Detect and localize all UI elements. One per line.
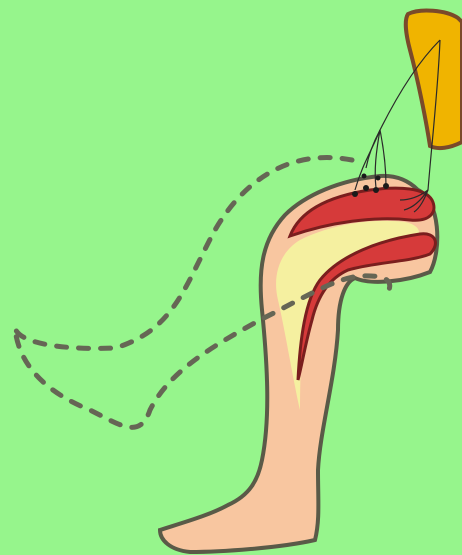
electrode-dot [362, 174, 367, 179]
electrode-dot [363, 185, 369, 191]
electrode-dot [383, 183, 389, 189]
electrode-dot [352, 191, 358, 197]
electrode-dot [373, 187, 379, 193]
electrode-dot [376, 176, 381, 181]
